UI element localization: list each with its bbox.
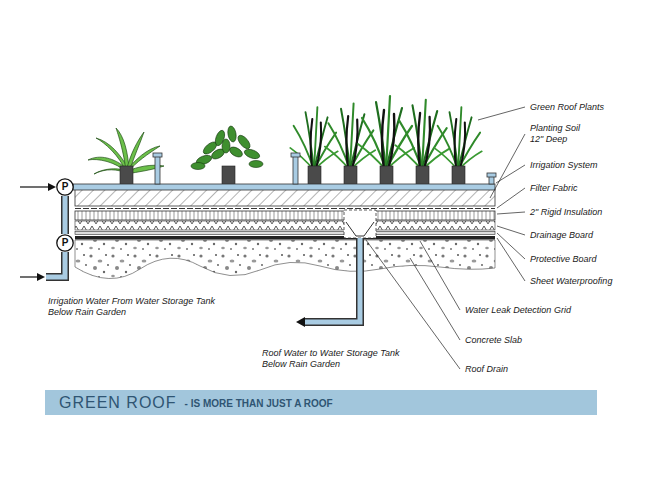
- irrigation-source-note: Irrigation Water From Water Storage Tank…: [48, 296, 223, 318]
- title: GREEN ROOF: [59, 394, 177, 412]
- insulation-label: 2" Rigid Insulation: [530, 207, 602, 218]
- leak-grid-label: Water Leak Detection Grid: [465, 305, 571, 316]
- soil-label: Planting Soil 12" Deep: [530, 123, 592, 145]
- fabric-label: Filter Fabric: [530, 183, 578, 194]
- pump-letter: P: [56, 234, 74, 252]
- plants-label: Green Roof Plants: [530, 102, 604, 113]
- pump-symbol: P: [56, 234, 74, 252]
- drainage-label: Drainage Board: [530, 230, 593, 241]
- pipe-connector: [65, 196, 66, 234]
- pump-symbol: P: [56, 178, 74, 196]
- subtitle: - IS MORE THAN JUST A ROOF: [185, 398, 333, 410]
- protective-label: Protective Board: [530, 254, 597, 265]
- drain-label: Roof Drain: [465, 364, 508, 375]
- waterproofing-label: Sheet Waterproofing: [530, 276, 612, 287]
- roof-water-note: Roof Water to Water Storage Tank Below R…: [262, 348, 400, 370]
- slab-label: Concrete Slab: [465, 335, 522, 346]
- pump-letter: P: [56, 178, 74, 196]
- irrigation-label: Irrigation System: [530, 160, 598, 171]
